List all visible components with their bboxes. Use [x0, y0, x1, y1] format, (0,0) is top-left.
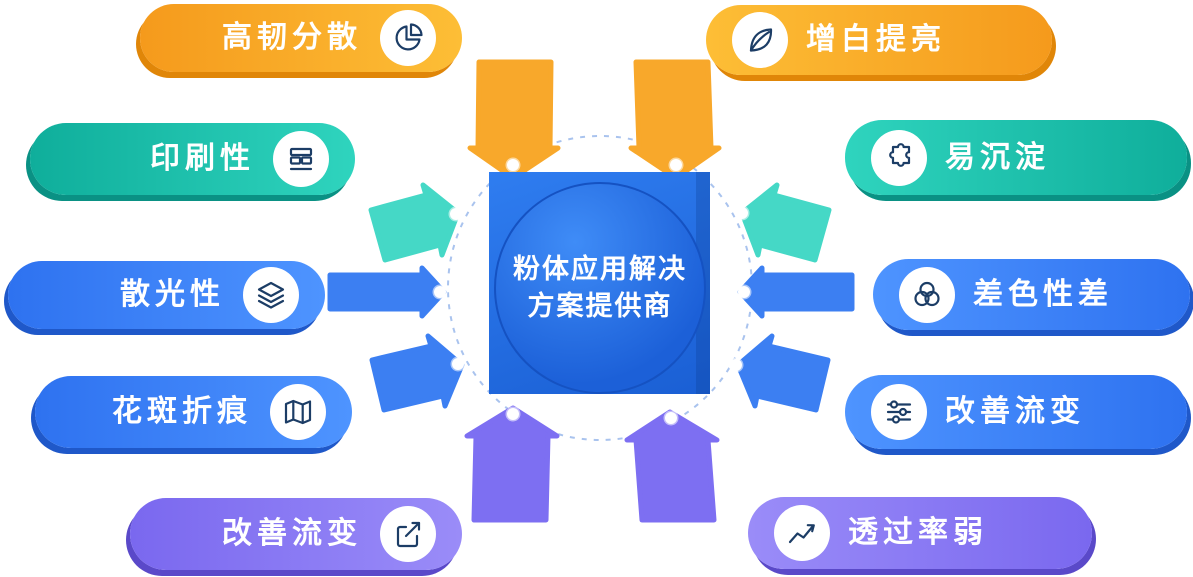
left-item-3-pill: 散光性 — [8, 261, 325, 329]
arrow-bottom-right — [624, 409, 720, 523]
right-item-5-label: 透过率弱 — [848, 516, 988, 549]
right-item-2-pill: 易沉淀 — [845, 120, 1187, 195]
layers-icon — [243, 267, 299, 323]
right-item-2-label: 易沉淀 — [945, 140, 1050, 174]
left-item-5-pill: 改善流变 — [130, 498, 462, 570]
center-title-line2: 方案提供商 — [527, 291, 673, 321]
arrow-middle-right — [737, 265, 855, 319]
overlap-circles-icon — [899, 266, 955, 323]
puzzle-icon — [871, 129, 927, 186]
trend-up-icon — [774, 505, 830, 561]
arrow-lower-right — [735, 333, 831, 413]
right-item-3-label: 差色性差 — [973, 277, 1113, 311]
arrow-upper-right — [739, 182, 832, 263]
left-item-4-label: 花斑折痕 — [112, 395, 252, 428]
arrow-upper-left — [368, 182, 461, 263]
leaf-icon — [732, 12, 788, 68]
pie-chart-icon — [380, 10, 436, 66]
folded-map-icon — [270, 384, 326, 440]
arrow-bottom-left — [464, 405, 560, 523]
arrow-top-left — [467, 59, 561, 181]
arrow-top-right — [628, 59, 722, 181]
arrow-lower-left — [369, 333, 465, 413]
right-item-1-pill: 增白提亮 — [706, 5, 1052, 75]
left-item-4-pill: 花斑折痕 — [35, 376, 352, 448]
right-item-5-pill: 透过率弱 — [748, 497, 1092, 569]
left-item-1-pill: 高韧分散 — [140, 4, 462, 72]
connector-arrows — [327, 59, 855, 523]
print-blocks-icon — [273, 131, 329, 187]
center-title-line1: 粉体应用解决 — [513, 253, 687, 284]
left-item-2-label: 印刷性 — [150, 142, 255, 175]
left-item-5-label: 改善流变 — [222, 517, 362, 550]
center-circle: 粉体应用解决 方案提供商 — [494, 182, 706, 394]
right-item-4-label: 改善流变 — [945, 395, 1085, 428]
left-item-2-pill: 印刷性 — [30, 123, 355, 195]
connector-dots — [432, 157, 752, 426]
left-item-3-label: 散光性 — [120, 278, 225, 311]
right-item-3-pill: 差色性差 — [873, 259, 1190, 330]
arrow-middle-left — [327, 265, 447, 319]
right-item-1-label: 增白提亮 — [806, 23, 946, 56]
left-item-1-label: 高韧分散 — [222, 21, 362, 54]
edit-arrow-icon — [380, 506, 436, 562]
flow-adjust-icon — [871, 384, 927, 440]
right-item-4-pill: 改善流变 — [845, 375, 1187, 449]
